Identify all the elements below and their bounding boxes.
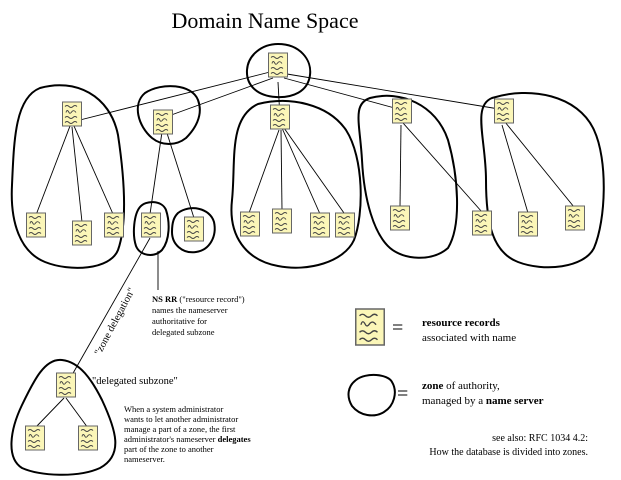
admin-note-line2: wants to let another administrator [124, 414, 238, 424]
ns-rr-note: NS RR ("resource record") names the name… [152, 294, 245, 337]
legend-equals: = [392, 317, 403, 339]
record-icon [390, 205, 410, 231]
zone-blob-center-right [357, 94, 459, 259]
record-icon [270, 104, 290, 130]
see-also-line2: How the database is divided into zones. [429, 447, 588, 458]
see-also-note: see also: RFC 1034 4.2: How the database… [429, 433, 588, 458]
legend-records-desc: associated with name [422, 332, 516, 344]
legend-zone-desc: managed by a name server [422, 395, 544, 407]
see-also-line1: see also: RFC 1034 4.2: [492, 433, 588, 444]
record-icon [518, 211, 538, 237]
record-icon [335, 212, 355, 238]
record-icon [240, 211, 260, 237]
root-record-icon [268, 52, 288, 78]
zone-blob-delegated-subzone [10, 358, 117, 476]
record-icon [78, 425, 98, 451]
zone-delegation-label: "zone delegation" [93, 286, 138, 357]
zone-blob-left [10, 84, 126, 269]
ns-rr-line4: delegated subzone [152, 327, 215, 337]
legend-zone-title: zone of authority, [422, 380, 500, 392]
ns-rr-line2: names the nameserver [152, 305, 228, 315]
record-icon [472, 210, 492, 236]
record-icon [392, 98, 412, 124]
zone-blob-right-small [170, 207, 216, 254]
record-icon [104, 212, 124, 238]
admin-note: When a system administrator wants to let… [124, 404, 251, 464]
diagram-title: Domain Name Space [172, 8, 359, 33]
ns-rr-line1: NS RR ("resource record") [152, 294, 245, 304]
admin-note-line4: administrator's nameserver delegates [124, 434, 251, 444]
tree-lines [34, 71, 575, 429]
legend-equals: = [397, 383, 408, 405]
admin-note-line1: When a system administrator [124, 404, 224, 414]
admin-note-line3: manage a part of a zone, the first [124, 424, 236, 434]
delegated-subzone-label: "delegated subzone" [92, 376, 178, 387]
admin-note-line6: nameserver. [124, 454, 165, 464]
legend-records-title: resource records [422, 317, 501, 329]
record-icon [272, 208, 292, 234]
zone-blob-mid-left [136, 85, 201, 145]
record-icon [25, 425, 45, 451]
ns-rr-line3: authoritative for [152, 316, 207, 326]
record-icon [494, 98, 514, 124]
zone-blob-far-right [480, 92, 605, 269]
zone-blobs [10, 42, 605, 476]
legend-zone-blob-icon [347, 374, 396, 417]
zone-blob-center [230, 100, 362, 269]
record-icon [153, 109, 173, 135]
legend-resource-record-icon [355, 308, 385, 346]
legend-zone: = zone of authority, managed by a name s… [397, 380, 544, 407]
admin-note-line5: part of the zone to another [124, 444, 214, 454]
delegation-point-record-icon [141, 212, 161, 238]
zone-blob-delegated-small [132, 201, 170, 256]
record-icon [565, 205, 585, 231]
record-icon [56, 372, 76, 398]
record-icon [26, 212, 46, 238]
record-icon [310, 212, 330, 238]
record-icon [62, 101, 82, 127]
legend-resource-records: = resource records associated with name [355, 308, 516, 346]
record-icon [184, 216, 204, 242]
record-icon [72, 220, 92, 246]
root-zone-blob [245, 42, 312, 99]
